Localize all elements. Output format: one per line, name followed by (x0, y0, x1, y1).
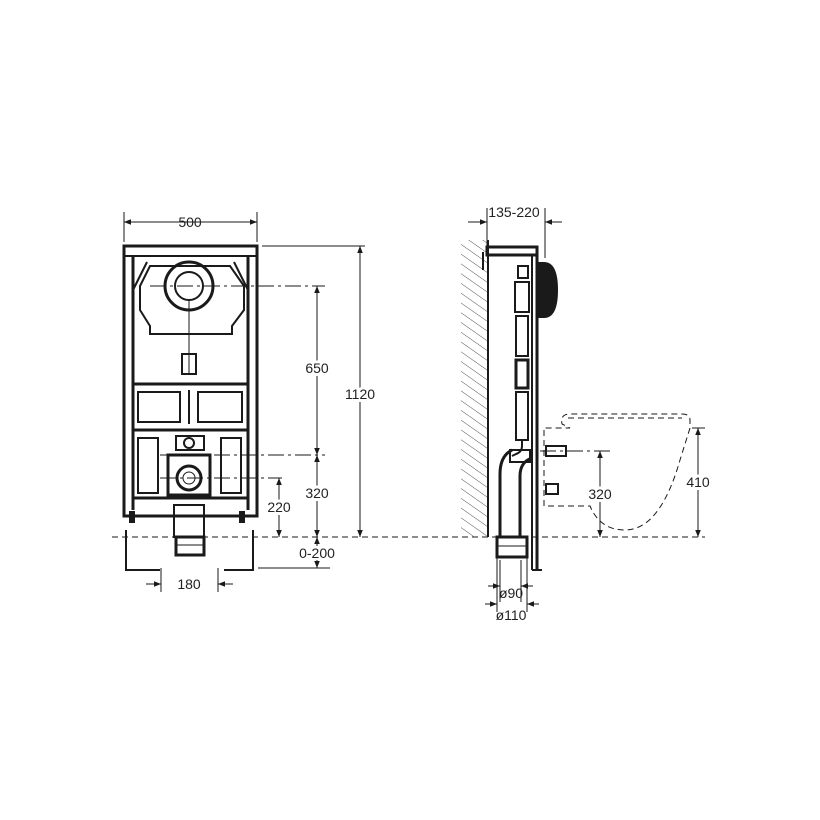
dim-wall-offset-label: 135-220 (488, 204, 540, 220)
dim-height-inlet-label: 320 (305, 485, 329, 501)
dim-height-total-label: 1120 (345, 386, 375, 402)
cistern-tank (139, 260, 325, 375)
dim-height-total: 1120 (262, 245, 378, 537)
dim-floor-adjust: 0-200 (258, 537, 335, 569)
side-view: 135-220 ø90 ø110 320 410 (461, 204, 713, 623)
dim-bowl-height-label: 410 (686, 474, 710, 490)
dim-height-upper: 650 (302, 286, 332, 455)
dim-height-outlet: 220 (264, 478, 294, 537)
flush-plate (538, 262, 558, 318)
frame-side-profile (482, 245, 542, 571)
outlet-assembly (137, 435, 325, 557)
middle-blocks (137, 390, 243, 424)
flush-pipe (511, 265, 530, 457)
frame-outline (122, 244, 259, 518)
dim-wall-offset: 135-220 (468, 204, 562, 258)
dim-floor-adjust-label: 0-200 (299, 545, 335, 561)
wc-bowl-outline (543, 413, 691, 531)
dim-height-outlet-label: 220 (267, 499, 291, 515)
dim-bowl-height: 410 (683, 427, 713, 537)
dim-pipe-inner-label: ø90 (499, 585, 523, 601)
front-view: 500 180 1120 650 320 220 (122, 212, 378, 592)
outlet-bend (495, 448, 533, 559)
dim-outlet-spacing: 180 (146, 568, 233, 592)
dim-inlet-height-label: 320 (588, 486, 612, 502)
wall-section (461, 240, 489, 537)
dim-pipe-inner: ø90 (488, 560, 533, 602)
frame-feet (125, 511, 254, 571)
dim-width: 500 (123, 212, 258, 242)
dim-outlet-spacing-label: 180 (177, 576, 201, 592)
dim-pipe-outer: ø110 (485, 557, 539, 623)
dim-height-inlet: 320 (302, 455, 332, 537)
dim-pipe-outer-label: ø110 (496, 607, 527, 623)
dim-width-label: 500 (178, 214, 202, 230)
dim-height-upper-label: 650 (305, 360, 329, 376)
dim-inlet-height: 320 (585, 451, 615, 537)
